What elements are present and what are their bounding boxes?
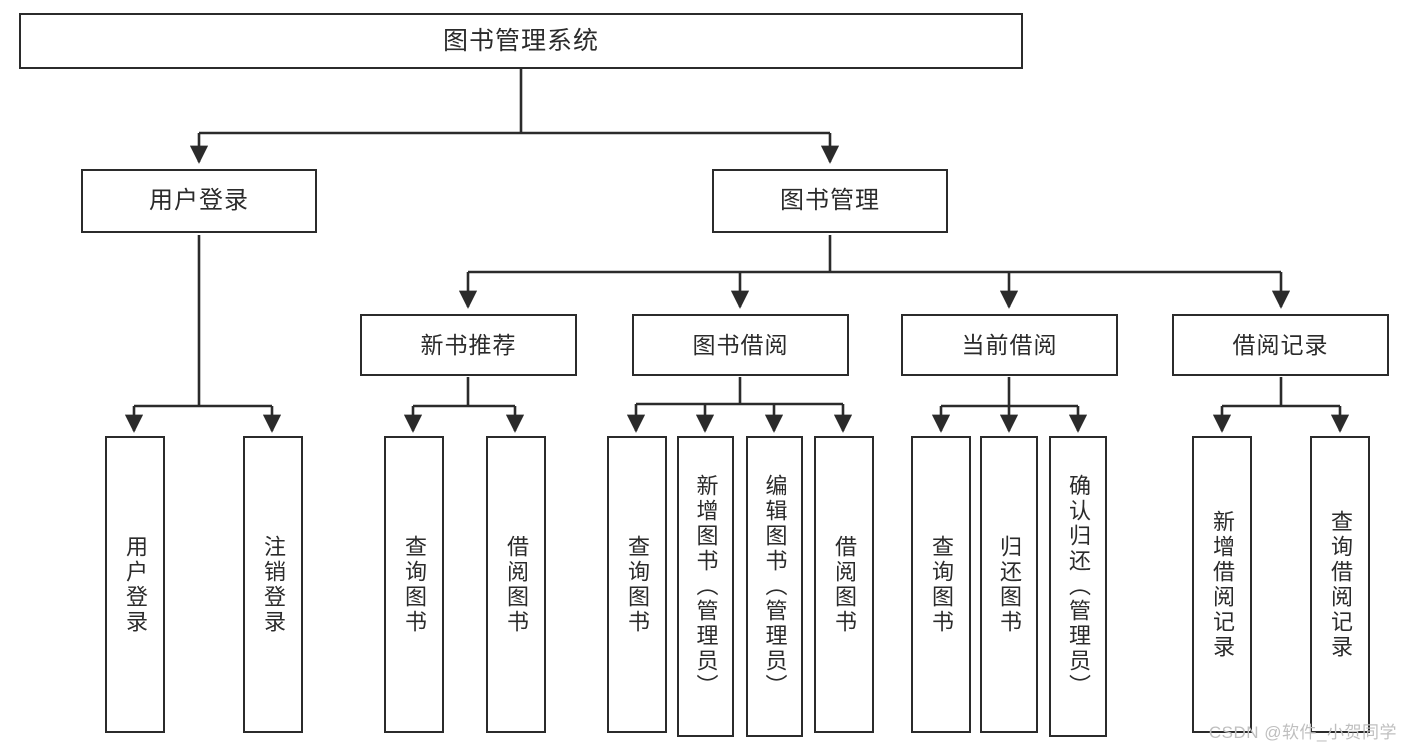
leaf-current-borrow-return[interactable]: 归还图书 (980, 436, 1038, 733)
node-book-management[interactable]: 图书管理 (712, 169, 948, 233)
node-current-borrow-label: 当前借阅 (961, 331, 1058, 358)
leaf-current-borrow-query[interactable]: 查询图书 (911, 436, 971, 733)
leaf-label: 注销登录 (261, 534, 286, 635)
leaf-label: 编辑图书（管理员） (762, 474, 788, 699)
leaf-label: 查询图书 (625, 534, 650, 635)
node-borrow-record[interactable]: 借阅记录 (1172, 314, 1389, 376)
node-book-management-label: 图书管理 (780, 187, 880, 214)
leaf-label: 归还图书 (997, 534, 1022, 635)
leaf-book-borrow-lend[interactable]: 借阅图书 (814, 436, 874, 733)
leaf-book-borrow-edit[interactable]: 编辑图书（管理员） (746, 436, 803, 737)
leaf-label: 查询图书 (402, 534, 427, 635)
node-user-login-label: 用户登录 (149, 187, 249, 214)
leaf-label: 新增借阅记录 (1210, 509, 1235, 660)
leaf-new-book-query[interactable]: 查询图书 (384, 436, 444, 733)
leaf-user-login-signin[interactable]: 用户登录 (105, 436, 165, 733)
leaf-borrow-record-query[interactable]: 查询借阅记录 (1310, 436, 1370, 733)
leaf-label: 用户登录 (123, 534, 148, 635)
leaf-label: 查询借阅记录 (1328, 509, 1353, 660)
watermark: CSDN @软件_小贺同学 (1208, 723, 1397, 742)
node-root[interactable]: 图书管理系统 (19, 13, 1023, 69)
leaf-current-borrow-confirm[interactable]: 确认归还（管理员） (1049, 436, 1107, 737)
leaf-label: 新增图书（管理员） (693, 474, 719, 699)
node-new-book-recommend[interactable]: 新书推荐 (360, 314, 577, 376)
leaf-label: 确认归还（管理员） (1066, 474, 1091, 699)
leaf-book-borrow-query[interactable]: 查询图书 (607, 436, 667, 733)
node-current-borrow[interactable]: 当前借阅 (901, 314, 1118, 376)
node-borrow-record-label: 借阅记录 (1232, 331, 1329, 358)
leaf-book-borrow-add[interactable]: 新增图书（管理员） (677, 436, 734, 737)
leaf-borrow-record-add[interactable]: 新增借阅记录 (1192, 436, 1252, 733)
leaf-label: 借阅图书 (832, 534, 857, 635)
node-root-label: 图书管理系统 (442, 26, 599, 55)
node-book-borrow[interactable]: 图书借阅 (632, 314, 849, 376)
leaf-user-login-signout[interactable]: 注销登录 (243, 436, 303, 733)
leaf-label: 查询图书 (929, 534, 954, 635)
node-new-book-recommend-label: 新书推荐 (420, 331, 517, 358)
node-book-borrow-label: 图书借阅 (692, 331, 789, 358)
leaf-new-book-borrow[interactable]: 借阅图书 (486, 436, 546, 733)
node-user-login[interactable]: 用户登录 (81, 169, 317, 233)
leaf-label: 借阅图书 (504, 534, 529, 635)
